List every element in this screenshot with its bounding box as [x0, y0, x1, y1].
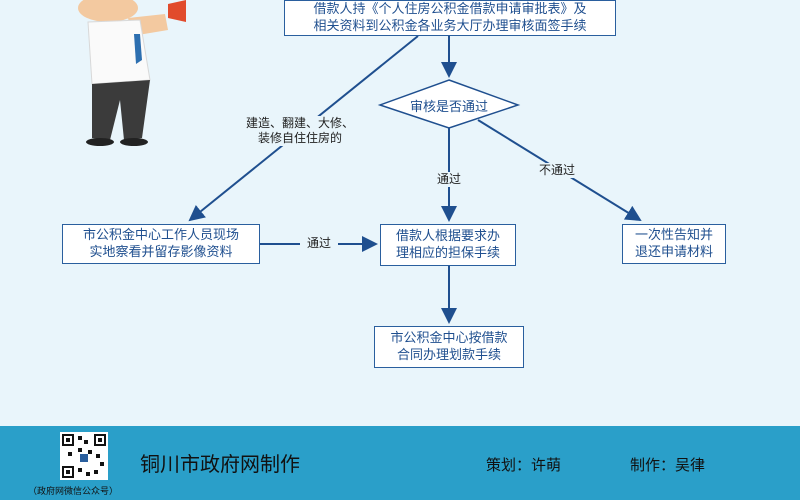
top-box-line2: 相关资料到公积金各业务大厅办理审核面签手续 [313, 19, 587, 34]
left-branch-label: 建造、翻建、大修、 装修自住住房的 [238, 116, 362, 146]
decision-label: 审核是否通过 [409, 100, 488, 115]
left-branch-line2: 装修自住住房的 [257, 131, 342, 145]
site-box-line1: 市公积金中心工作人员现场 [82, 228, 239, 243]
guarantee-box-line1: 借款人根据要求办 [395, 229, 500, 244]
fail-label: 不通过 [533, 163, 581, 178]
left-branch-line1: 建造、翻建、大修、 [245, 116, 354, 130]
reject-box-line1: 一次性告知并 [634, 228, 713, 243]
top-box-line1: 借款人持《个人住房公积金借款申请审批表》及 [313, 2, 587, 17]
reject-box: 一次性告知并 退还申请材料 [622, 224, 726, 264]
guarantee-box: 借款人根据要求办 理相应的担保手续 [380, 224, 516, 266]
qr-code-icon[interactable] [60, 432, 108, 480]
pass-label-left: 通过 [300, 236, 338, 251]
qr-caption: （政府网微信公众号） [28, 487, 119, 497]
transfer-box-line2: 合同办理划款手续 [396, 348, 501, 363]
footer-producer: 制作：吴律 [630, 456, 706, 474]
decision-diamond [377, 79, 521, 129]
footer-bar: （政府网微信公众号） 铜川市政府网制作 策划：许萌 制作：吴律 [0, 426, 800, 500]
pass-label-center: 通过 [430, 172, 468, 187]
reject-box-line2: 退还申请材料 [634, 245, 713, 260]
site-box-line2: 实地察看并留存影像资料 [89, 245, 233, 260]
illustration-man-megaphone [78, 0, 186, 146]
flowchart-canvas: 借款人持《个人住房公积金借款申请审批表》及 相关资料到公积金各业务大厅办理审核面… [0, 0, 800, 426]
footer-planner: 策划：许萌 [486, 456, 562, 474]
top-process-box: 借款人持《个人住房公积金借款申请审批表》及 相关资料到公积金各业务大厅办理审核面… [284, 0, 616, 36]
site-inspection-box: 市公积金中心工作人员现场 实地察看并留存影像资料 [62, 224, 260, 264]
guarantee-box-line2: 理相应的担保手续 [395, 246, 500, 261]
transfer-box: 市公积金中心按借款 合同办理划款手续 [374, 326, 524, 368]
transfer-box-line1: 市公积金中心按借款 [390, 331, 508, 346]
footer-org-title: 铜川市政府网制作 [140, 452, 300, 476]
